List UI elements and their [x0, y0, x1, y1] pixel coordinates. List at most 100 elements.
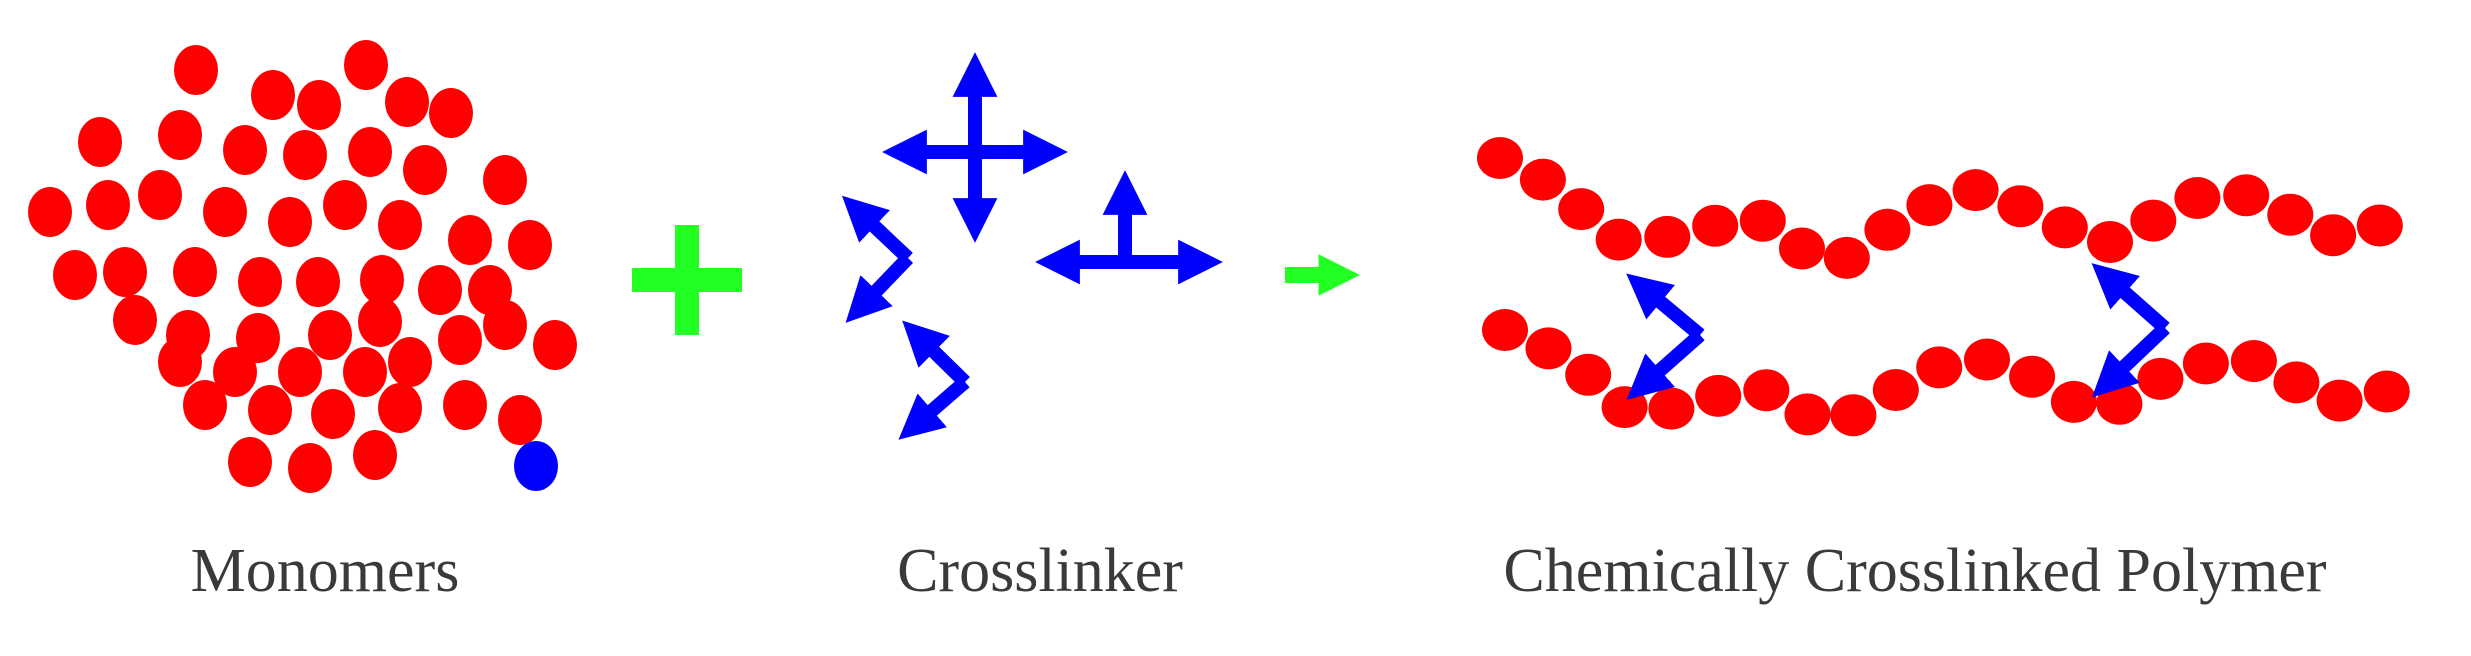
polymer-bead [1558, 188, 1605, 231]
monomer-dot [223, 125, 267, 175]
monomer-dot [388, 337, 432, 387]
monomer-dot [358, 297, 402, 347]
monomer-dot [483, 155, 527, 205]
monomer-dot [238, 257, 282, 307]
polymer-chains [1477, 137, 2410, 437]
polymer-bead [2363, 370, 2410, 413]
polymer-bead [2087, 221, 2133, 263]
monomer-dot [78, 117, 122, 167]
monomers-label: Monomers [190, 537, 460, 605]
polymer-bead [2096, 382, 2143, 425]
angle-crosslinker-icon-1 [841, 195, 914, 323]
crosslink-bridge-2 [2091, 263, 2170, 398]
monomer-dot [103, 247, 147, 297]
monomer-dot [429, 88, 473, 138]
monomer-dot [378, 200, 422, 250]
polymer-bead [1519, 158, 1566, 201]
polymer-label: Chemically Crosslinked Polymer [1503, 537, 2327, 605]
polymer-crosslinks [1626, 263, 2170, 400]
monomer-dot [228, 437, 272, 487]
t-crosslinker-icon [1035, 170, 1223, 285]
polymer-bead [1864, 208, 1911, 251]
monomer-dot [311, 389, 355, 439]
polymer-bead [2223, 174, 2270, 217]
monomer-dot [344, 40, 388, 90]
monomer-dot [533, 320, 577, 370]
polymer-bead [2310, 214, 2357, 257]
polymer-chain [1482, 309, 2410, 437]
monomer-dot [297, 80, 341, 130]
polymer-bead [1872, 369, 1919, 411]
polymer-bead [2130, 199, 2177, 242]
monomer-dot [283, 130, 327, 180]
monomer-dot [183, 380, 227, 430]
monomer-dot [53, 250, 97, 300]
polymer-bead [2267, 193, 2314, 236]
crosslink-bridge-1 [1626, 273, 1705, 400]
monomer-dot [173, 247, 217, 297]
monomer-dot [323, 180, 367, 230]
polymer-bead [2316, 379, 2363, 422]
polymer-bead [1964, 338, 2010, 381]
polymer-bead [1477, 137, 1523, 179]
polymer-bead [2182, 342, 2229, 385]
polymer-bead [1644, 215, 1691, 258]
monomer-dot [268, 197, 312, 247]
monomer-dot [138, 170, 182, 220]
monomer-dot [113, 295, 157, 345]
monomer-dot [236, 313, 280, 363]
polymer-bead [1997, 185, 2044, 228]
polymer-chain [1477, 137, 2403, 279]
monomer-dot [360, 255, 404, 305]
polymer-bead [1595, 218, 1642, 261]
monomer-dot [438, 315, 482, 365]
polymer-bead [2230, 340, 2277, 382]
monomer-dot [86, 180, 130, 230]
monomer-dot [353, 430, 397, 480]
polymer-bead [1916, 346, 1963, 389]
polymer-bead [1565, 353, 1612, 396]
crosslinker-label: Crosslinker [897, 537, 1183, 605]
polymer-bead [1601, 386, 1648, 429]
polymer-bead [1743, 369, 1790, 412]
crosslinker-group [841, 52, 1223, 440]
monomer-dot [448, 215, 492, 265]
monomer-dot [158, 110, 202, 160]
monomer-dot [498, 395, 542, 445]
four-way-crosslinker-icon [882, 52, 1068, 243]
monomer-dot [296, 257, 340, 307]
monomer-dot [403, 145, 447, 195]
monomer-dot [378, 383, 422, 433]
polymer-bead [1823, 236, 1870, 279]
monomer-dot [508, 220, 552, 270]
monomer-dot [443, 380, 487, 430]
monomer-dot [348, 127, 392, 177]
polymer-bead [1695, 374, 1742, 417]
monomer-dot [418, 265, 462, 315]
plus-sign [632, 225, 742, 335]
monomer-dot [483, 300, 527, 350]
monomer-dot [213, 347, 257, 397]
polymer-bead [1739, 199, 1786, 242]
polymer-bead [2137, 357, 2184, 400]
monomer-dot [343, 347, 387, 397]
monomer-dot [278, 347, 322, 397]
polymer-bead [1784, 393, 1831, 436]
polymer-bead [2356, 204, 2403, 247]
polymer-bead [2009, 355, 2056, 398]
angle-crosslinker-icon-2 [898, 320, 970, 440]
monomer-dot [288, 443, 332, 493]
polymer-bead [1906, 184, 1953, 227]
polymer-bead [1525, 327, 1572, 370]
monomer-cluster [28, 40, 577, 493]
polymer-bead [1692, 204, 1739, 247]
monomer-dot [308, 310, 352, 360]
polymer-bead [1648, 387, 1695, 430]
monomer-dot [248, 385, 292, 435]
monomer-dot [174, 45, 218, 95]
polymer-bead [2174, 177, 2221, 219]
polymer-bead [2050, 380, 2097, 423]
polymer-bead [1779, 227, 1825, 270]
monomer-dot [251, 70, 295, 120]
